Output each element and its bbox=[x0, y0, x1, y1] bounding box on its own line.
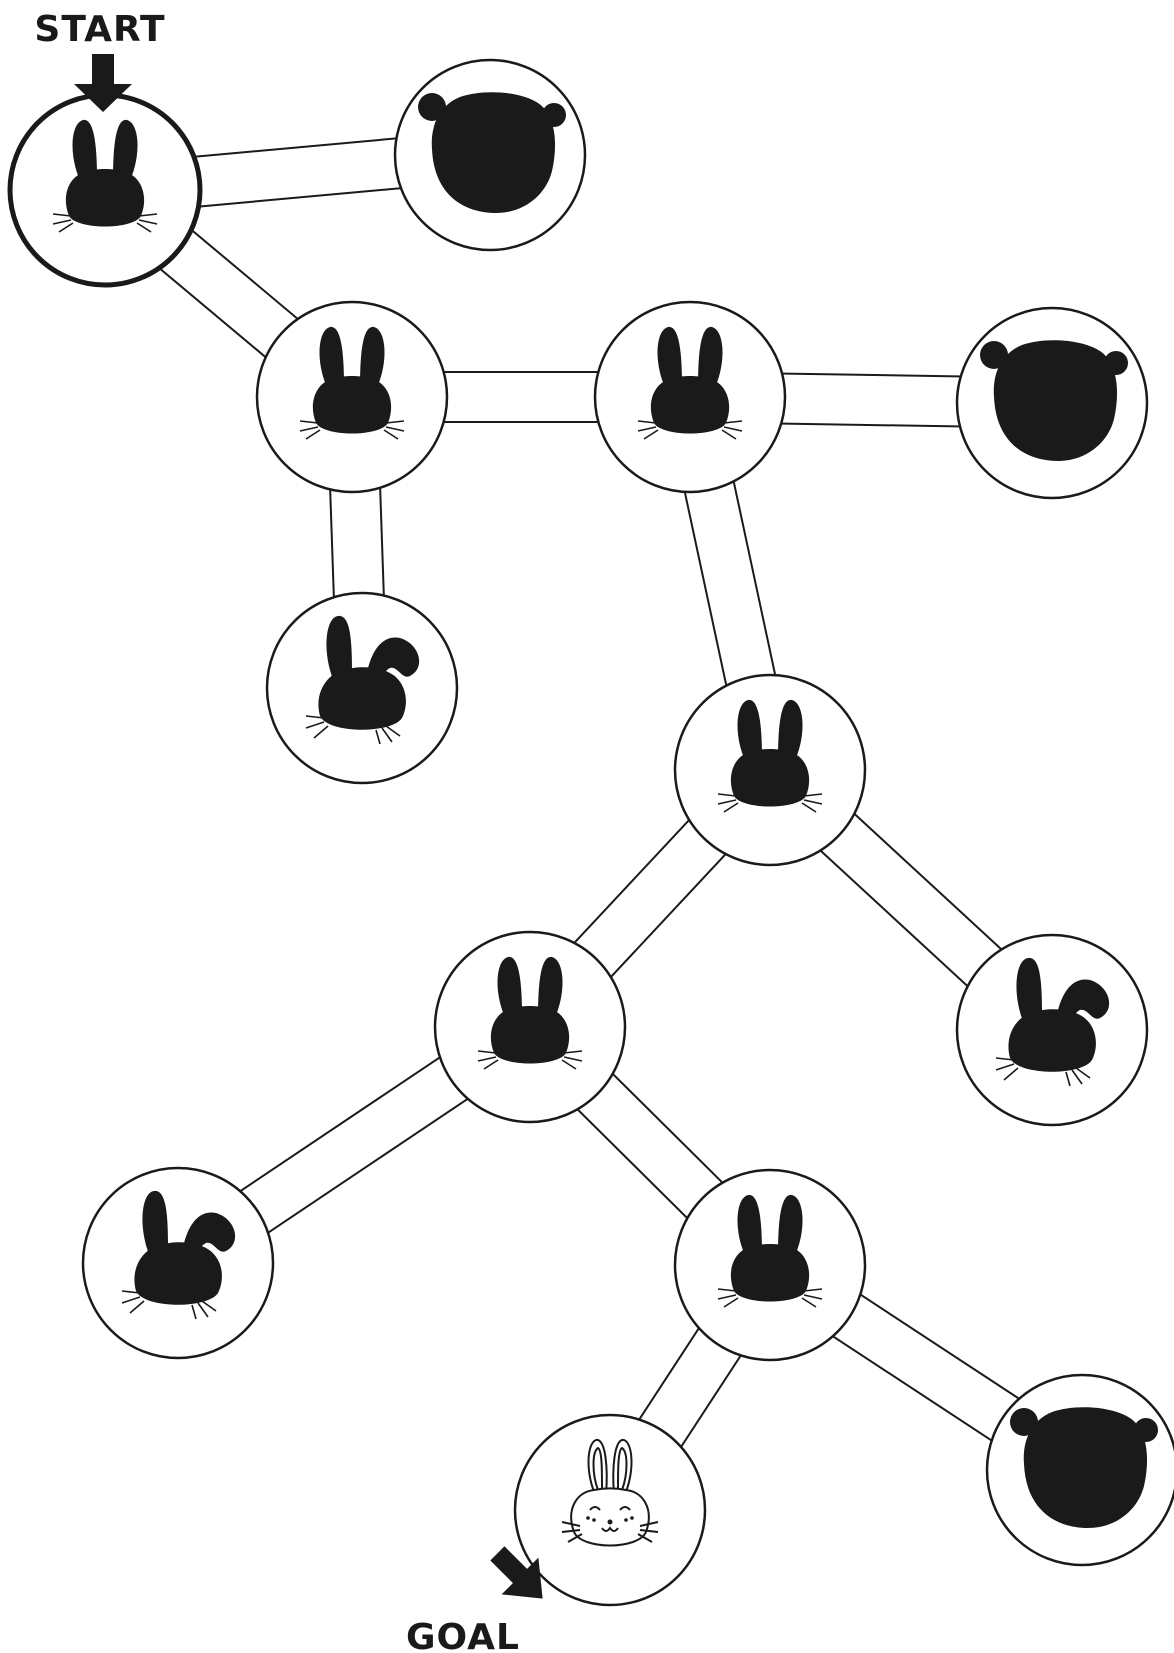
maze-node-start-n1[interactable] bbox=[7, 92, 203, 288]
maze-node-n11[interactable] bbox=[673, 1168, 867, 1362]
goal-label: GOAL bbox=[406, 1617, 520, 1653]
start-marker: START bbox=[34, 9, 165, 112]
maze-node-goal-n12[interactable] bbox=[513, 1413, 707, 1607]
maze-node-n5[interactable] bbox=[955, 306, 1149, 500]
maze-node-n8[interactable] bbox=[433, 930, 627, 1124]
maze-node-n6[interactable] bbox=[265, 591, 459, 785]
maze-node-n9[interactable] bbox=[955, 933, 1149, 1127]
maze-node-n3[interactable] bbox=[255, 300, 449, 494]
maze-node-n7[interactable] bbox=[673, 673, 867, 867]
start-arrow-icon bbox=[74, 54, 132, 112]
start-label: START bbox=[34, 9, 165, 50]
maze-node-n4[interactable] bbox=[593, 300, 787, 494]
maze-node-n2[interactable] bbox=[393, 58, 587, 252]
maze-node-n13[interactable] bbox=[985, 1373, 1174, 1567]
maze-nodes bbox=[7, 58, 1174, 1607]
goal-marker: GOAL bbox=[406, 1546, 543, 1653]
goal-arrow-icon bbox=[490, 1546, 543, 1599]
maze-node-n10[interactable] bbox=[81, 1166, 275, 1360]
